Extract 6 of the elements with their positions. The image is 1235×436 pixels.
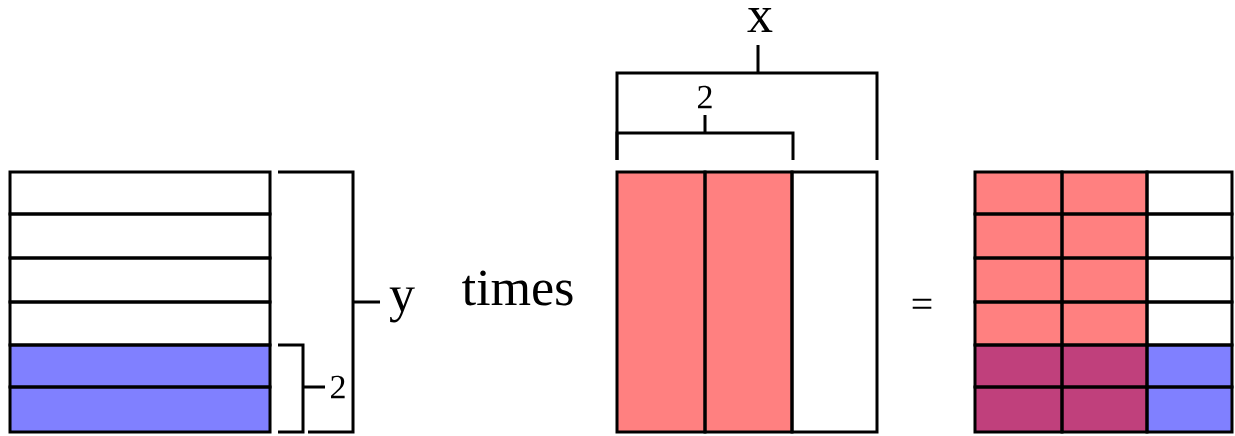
operator-text: times	[462, 270, 573, 306]
dimension-label: 2	[331, 375, 345, 399]
operator-text: =	[912, 298, 932, 309]
dimension-label: 2	[698, 85, 712, 109]
dimension-label: y	[389, 287, 415, 323]
dimension-label: x	[747, 8, 773, 32]
